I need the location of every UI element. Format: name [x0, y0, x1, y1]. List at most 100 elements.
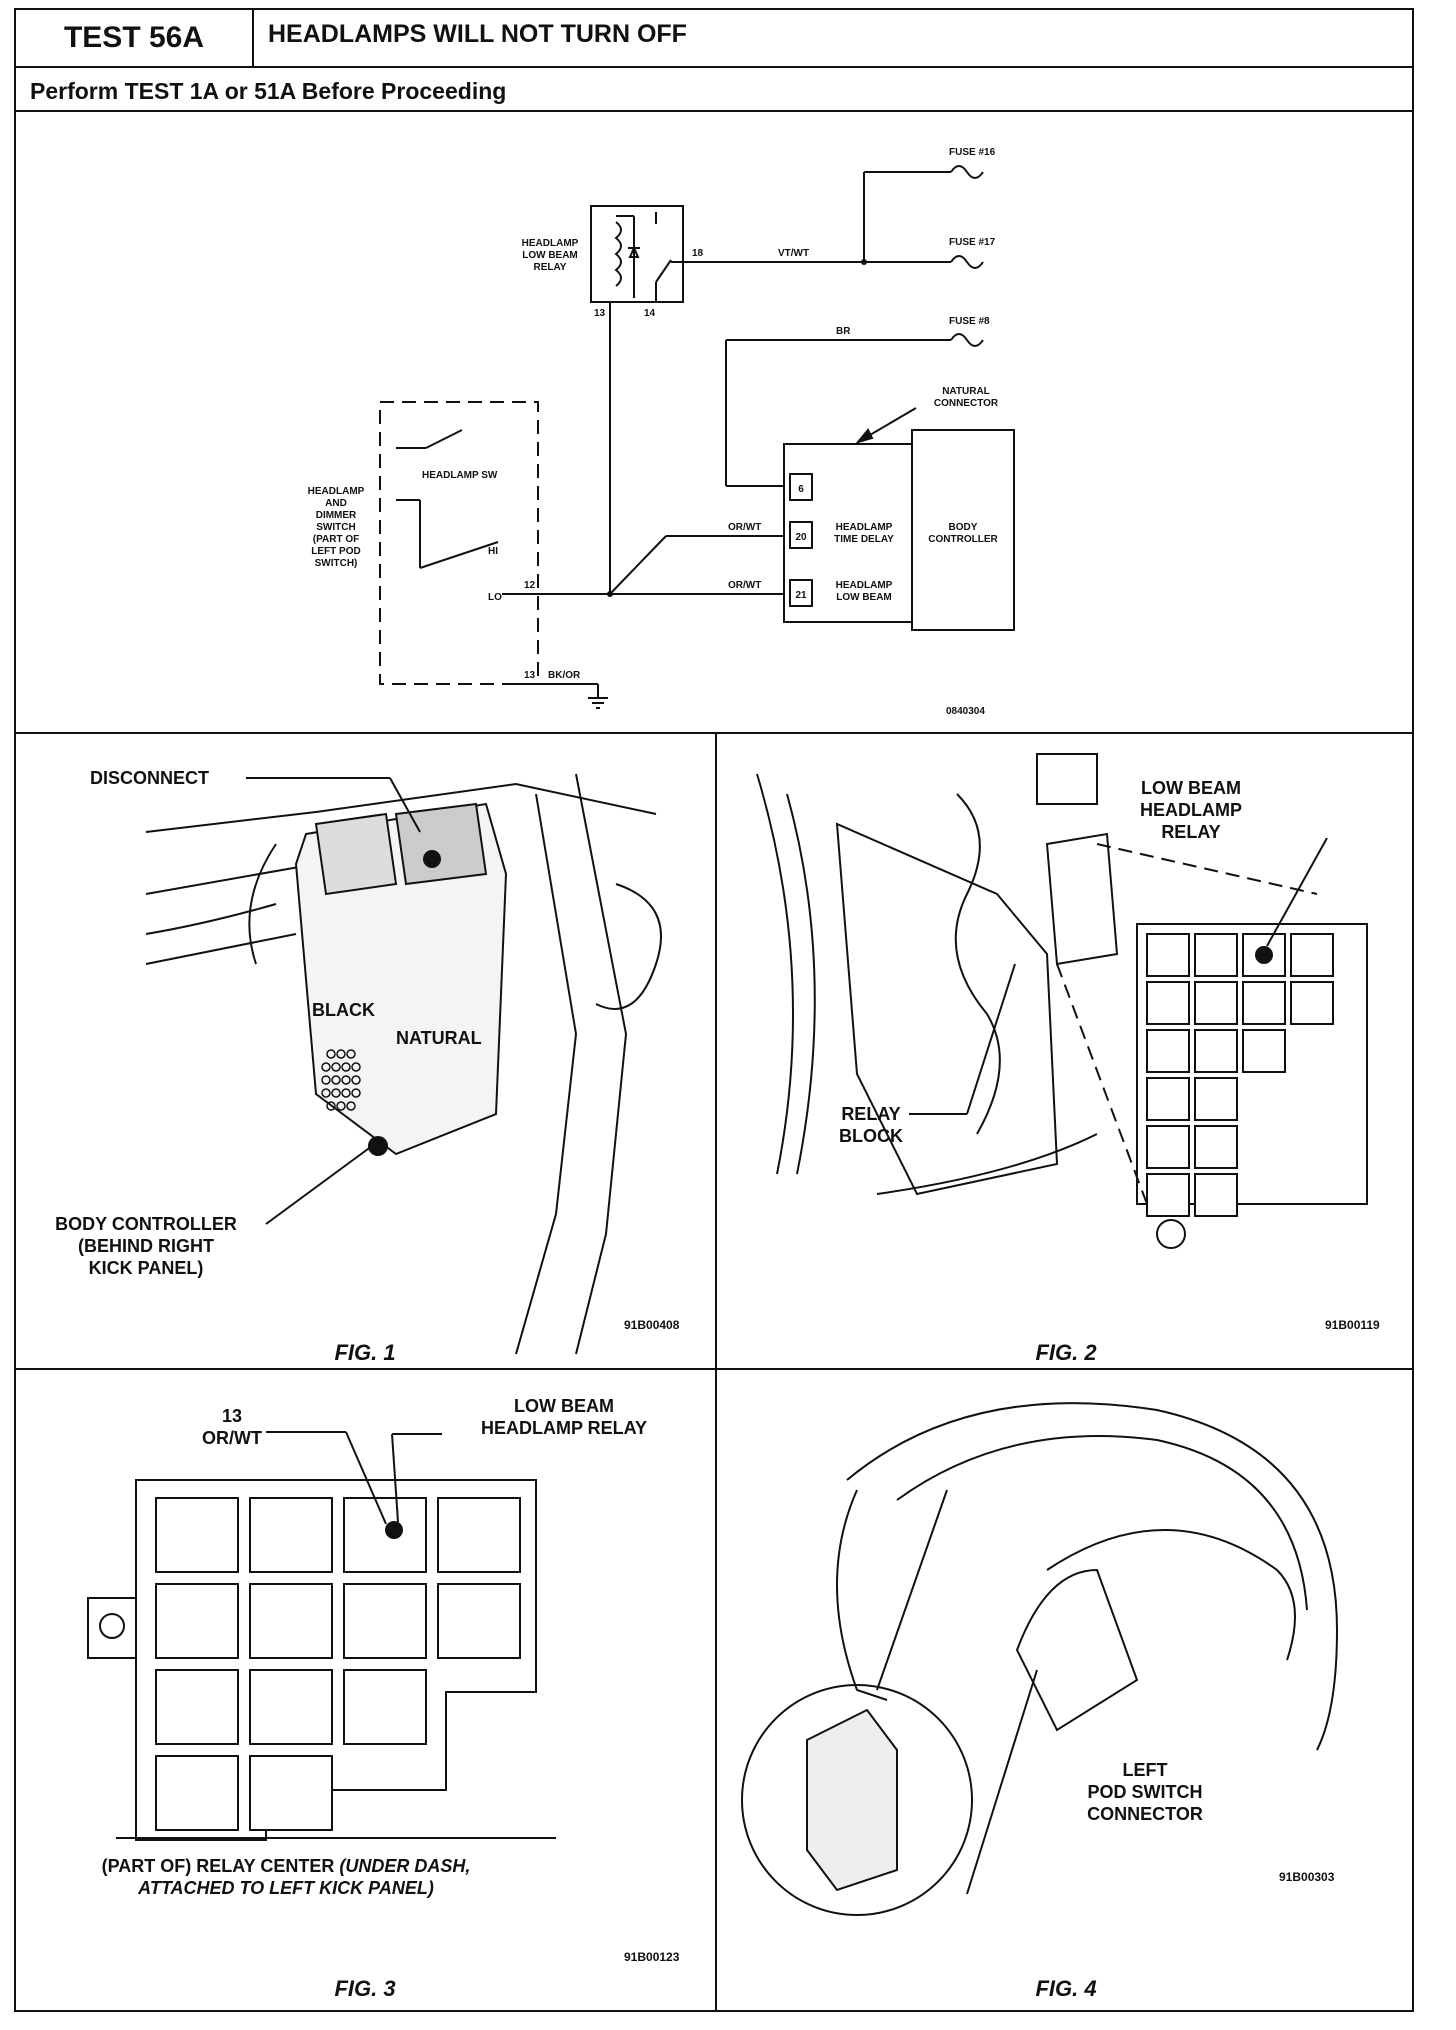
fig1-body-controller-3: KICK PANEL)	[89, 1258, 204, 1278]
diagnostic-page: TEST 56A HEADLAMPS WILL NOT TURN OFF Per…	[14, 8, 1414, 2012]
fig2-drawing: LOW BEAM HEADLAMP RELAY RELAY BLOCK	[756, 753, 1368, 1249]
black-connector	[314, 812, 398, 896]
fig3-code: 91B00123	[624, 1950, 680, 1964]
relay-label-3: RELAY	[534, 262, 567, 273]
connector-pin-6: 6	[798, 484, 804, 495]
schematic-drawing: FUSE #16 FUSE #17 FUSE #8 HEADLAMP LOW B…	[308, 147, 1015, 717]
fig2-caption: FIG. 2	[1035, 1340, 1097, 1365]
relay-pin-14: 14	[644, 308, 656, 319]
fig2-code: 91B00119	[1325, 1318, 1380, 1332]
wire-vt-wt: VT/WT	[778, 248, 809, 259]
fig3-relay-center-a: (PART OF) RELAY CENTER	[102, 1856, 340, 1876]
body-controller-2: CONTROLLER	[928, 534, 998, 545]
fig1-body-controller-1: BODY CONTROLLER	[55, 1214, 237, 1234]
fig2-low-beam-3: RELAY	[1161, 822, 1220, 842]
panel-divider-horizontal	[16, 1368, 1412, 1370]
pin-13-label: 13	[524, 670, 536, 681]
headlamp-switch-contact	[425, 429, 463, 449]
body-controller-box	[911, 429, 1015, 631]
fig3-caption: FIG. 3	[334, 1976, 396, 2001]
fig2-relay-block-2: BLOCK	[839, 1126, 903, 1146]
fig1-black-label: BLACK	[312, 1000, 375, 1020]
relay-label-1: HEADLAMP	[522, 238, 579, 249]
pin-12-label: 12	[524, 580, 536, 591]
fig1-drawing: DISCONNECT BLACK NATURAL BODY CONTROLLER…	[55, 768, 662, 1355]
switch-label-1: HEADLAMP	[308, 486, 365, 497]
switch-label-3: DIMMER	[316, 510, 357, 521]
connector-pin-20: 20	[795, 532, 807, 543]
relay-block-shape	[1045, 832, 1119, 966]
fig3-relays	[155, 1497, 521, 1831]
switch-label-2: AND	[325, 498, 347, 509]
relay-box	[590, 205, 684, 303]
fig4-caption: FIG. 4	[1035, 1976, 1097, 2001]
prerequisite-line: Perform TEST 1A or 51A Before Proceeding	[16, 68, 1412, 112]
test-id: TEST 56A	[16, 10, 254, 66]
fig1-natural-label: NATURAL	[396, 1028, 482, 1048]
fig3-drawing: 13 OR/WT LOW BEAM HEADLAMP RELAY (PART O…	[87, 1396, 647, 1898]
switch-label-5: (PART OF	[313, 534, 359, 545]
fig1-body-controller-2: (BEHIND RIGHT	[78, 1236, 214, 1256]
fuse16-symbol	[950, 165, 984, 179]
fuse8-label: FUSE #8	[949, 316, 990, 327]
fig4-code: 91B00303	[1279, 1870, 1335, 1884]
fuse17-symbol	[950, 255, 984, 269]
time-delay-2: TIME DELAY	[834, 534, 894, 545]
fig2-relay-array	[1136, 923, 1368, 1249]
fig3-low-beam-2: HEADLAMP RELAY	[481, 1418, 647, 1438]
wire-or-wt-a: OR/WT	[728, 522, 761, 533]
fig3-or-wt: OR/WT	[202, 1428, 262, 1448]
wire-bk-or: BK/OR	[548, 670, 581, 681]
fig1-panel: DISCONNECT BLACK NATURAL BODY CONTROLLER…	[16, 734, 714, 1368]
time-delay-1: HEADLAMP	[836, 522, 893, 533]
fig3-relay-center	[87, 1479, 556, 1841]
low-beam-1: HEADLAMP	[836, 580, 893, 591]
natural-connector-1: NATURAL	[942, 386, 990, 397]
fuse16-label: FUSE #16	[949, 147, 996, 158]
wiring-schematic: FUSE #16 FUSE #17 FUSE #8 HEADLAMP LOW B…	[16, 112, 1412, 734]
panel-divider-vertical	[715, 734, 717, 2012]
fig4-panel: LEFT POD SWITCH CONNECTOR 91B00303 FIG. …	[717, 1370, 1414, 2012]
relay-pin-13: 13	[594, 308, 606, 319]
fig4-left-pod-2: POD SWITCH	[1088, 1782, 1203, 1802]
fig2-low-beam-2: HEADLAMP	[1140, 800, 1242, 820]
relay-contact	[655, 259, 672, 283]
switch-label-4: SWITCH	[316, 522, 355, 533]
test-title: HEADLAMPS WILL NOT TURN OFF	[268, 20, 687, 48]
column-shroud	[846, 1402, 1339, 1751]
low-beam-2: LOW BEAM	[836, 592, 892, 603]
relay-pin-18: 18	[692, 248, 704, 259]
switch-label-6: LEFT POD	[311, 546, 360, 557]
kick-panel	[835, 822, 1059, 1196]
pod-switch-connector	[806, 1708, 898, 1892]
relay-label-2: LOW BEAM	[522, 250, 578, 261]
hi-label: HI	[488, 546, 498, 557]
natural-connector-2: CONNECTOR	[934, 398, 999, 409]
fig3-panel: 13 OR/WT LOW BEAM HEADLAMP RELAY (PART O…	[16, 1370, 714, 2012]
fig4-drawing: LEFT POD SWITCH CONNECTOR	[741, 1402, 1339, 1916]
wiring-harness	[954, 793, 1001, 1135]
fig1-disconnect-label: DISCONNECT	[90, 768, 209, 788]
switch-label-7: SWITCH)	[315, 558, 358, 569]
fig2-low-beam-1: LOW BEAM	[1141, 778, 1241, 798]
natural-connector	[394, 802, 488, 886]
fig2-relay-block-1: RELAY	[841, 1104, 900, 1124]
header-bar: TEST 56A HEADLAMPS WILL NOT TURN OFF	[16, 10, 1412, 68]
fig3-pin-13: 13	[222, 1406, 242, 1426]
lo-label: LO	[488, 592, 502, 603]
relay-coil	[614, 221, 622, 287]
wire-or-wt-b: OR/WT	[728, 580, 761, 591]
fig3-relay-center-line1: (PART OF) RELAY CENTER (UNDER DASH,	[102, 1856, 471, 1876]
fig3-relay-center-b: (UNDER DASH,	[339, 1856, 470, 1876]
connector-pin-21: 21	[795, 590, 807, 601]
fig3-relay-center-c: ATTACHED TO LEFT KICK PANEL)	[137, 1878, 434, 1898]
fuse8-symbol	[950, 333, 984, 347]
fuse17-label: FUSE #17	[949, 237, 996, 248]
wire-br: BR	[836, 326, 851, 337]
connector-detail-circle	[741, 1684, 973, 1916]
schematic-code: 0840304	[946, 706, 985, 717]
body-controller-1: BODY	[949, 522, 978, 533]
fig1-caption: FIG. 1	[334, 1340, 396, 1365]
headlamp-sw-label: HEADLAMP SW	[422, 470, 498, 481]
fig4-left-pod-3: CONNECTOR	[1087, 1804, 1203, 1824]
